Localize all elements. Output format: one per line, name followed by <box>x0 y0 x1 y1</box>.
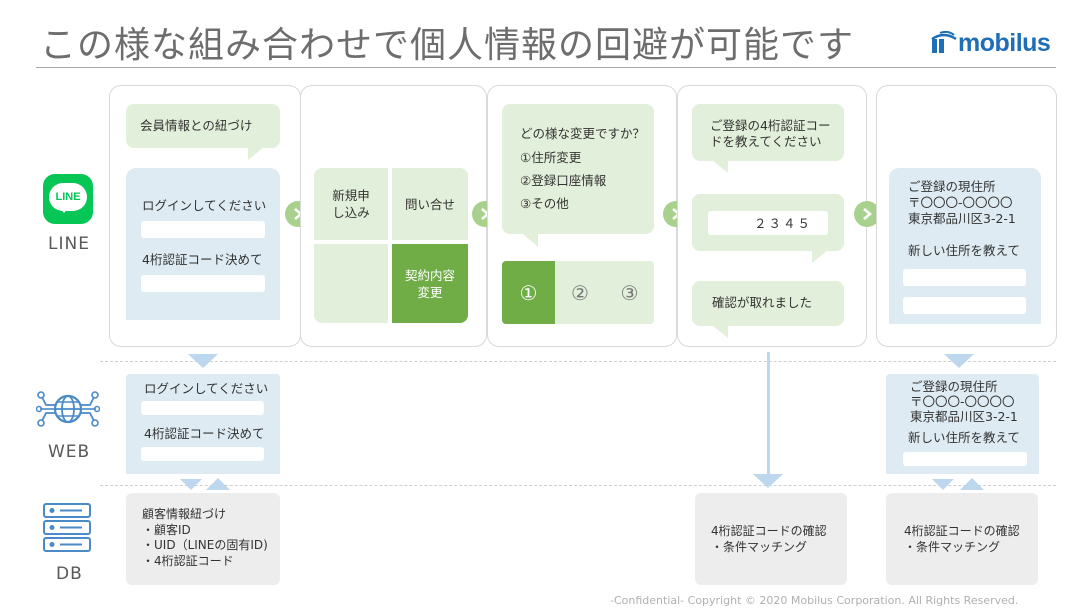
row-label-web: WEB <box>48 442 91 462</box>
line-app-icon: LINE <box>43 174 93 224</box>
flow-line-verify <box>767 352 770 476</box>
menu-contract-change[interactable]: 契約内容 変更 <box>392 244 468 323</box>
flow-arrow-down-1 <box>188 354 218 368</box>
menu-grid: 新規申 し込み 問い合せ 契約内容 変更 <box>314 168 468 323</box>
web-to-db-arrow-down <box>180 479 202 490</box>
web2-to-db-arrow-down <box>932 479 954 490</box>
globe-network-icon <box>35 383 101 439</box>
row-label-db: DB <box>56 564 83 584</box>
code-reply-value: ２３４５ <box>753 215 812 231</box>
ask-code-line2: ドを教えてください <box>710 134 822 149</box>
flow-arrow-down-2 <box>944 354 974 368</box>
confirm-bubble: 確認が取れました <box>692 281 844 326</box>
row-divider-2 <box>100 485 1056 486</box>
web-address-postal: 〒〇〇〇-〇〇〇〇 <box>910 394 1015 409</box>
footer-copyright: -Confidential- Copyright © 2020 Mobilus … <box>610 594 1019 607</box>
bubble-tail <box>248 147 264 160</box>
db-verify-2-condition: ・条件マッチング <box>904 540 1001 554</box>
confirm-bubble-tail <box>712 325 728 338</box>
login-input[interactable] <box>141 221 265 238</box>
web-address-current-label: ご登録の現住所 <box>910 379 998 394</box>
db-verify-condition: ・条件マッチング <box>711 540 808 554</box>
menu-contract-change-label: 契約内容 変更 <box>404 267 455 300</box>
menu-new-application-label: 新規申 し込み <box>332 188 370 220</box>
row-label-line: LINE <box>48 234 90 254</box>
choice-buttons: ① ② ③ <box>502 261 654 324</box>
option-1-text: ①住所変更 <box>520 150 582 165</box>
db-to-web-arrow-up <box>206 478 230 490</box>
choice-button-1[interactable]: ① <box>502 261 555 324</box>
web-new-address-input[interactable] <box>903 452 1027 466</box>
mobilus-logo: mobilus <box>930 28 1051 58</box>
code-input[interactable] <box>141 275 265 292</box>
new-address-input-1[interactable] <box>903 269 1026 286</box>
reply-bubble-tail <box>812 250 828 263</box>
question-bubble: どの様な変更ですか？ ①住所変更 ②登録口座情報 ③その他 <box>502 104 654 234</box>
web-address-street: 東京都品川区3-2-1 <box>910 409 1018 424</box>
db-customer-title: 顧客情報紐づけ <box>142 507 227 521</box>
flow-arrow-down-verify <box>753 474 783 488</box>
address-postal: 〒〇〇〇-〇〇〇〇 <box>908 195 1013 210</box>
question-bubble-tail <box>522 233 538 247</box>
address-form-card: ご登録の現住所 〒〇〇〇-〇〇〇〇 東京都品川区3-2-1 新しい住所を教えて <box>889 168 1041 324</box>
db-verify-2-title: 4桁認証コードの確認 <box>904 524 1020 538</box>
web-code-input[interactable] <box>141 447 264 461</box>
new-address-label: 新しい住所を教えて <box>908 243 1020 258</box>
confirm-text: 確認が取れました <box>712 295 813 310</box>
bubble-text: 会員情報との紐づけ <box>140 118 253 133</box>
chevron-right-icon <box>863 208 873 220</box>
new-address-input-2[interactable] <box>903 297 1026 314</box>
question-text: どの様な変更ですか？ <box>520 126 646 141</box>
choice-button-3[interactable]: ③ <box>620 280 639 305</box>
code-label: 4桁認証コード決めて <box>142 252 263 267</box>
db-customer-code: ・4桁認証コード <box>142 553 234 568</box>
next-arrow-4 <box>854 201 880 227</box>
db-verify-card-2: 4桁認証コードの確認 ・条件マッチング <box>886 493 1038 585</box>
web-code-label: 4桁認証コード決めて <box>144 426 265 441</box>
address-street: 東京都品川区3-2-1 <box>908 211 1016 226</box>
ask-code-bubble: ご登録の4桁認証コー ドを教えてください <box>692 104 844 161</box>
db-customer-uid: ・UID（LINEの固有ID) <box>142 538 268 552</box>
option-3-text: ③その他 <box>520 196 569 211</box>
db-customer-id: ・顧客ID <box>142 522 191 537</box>
menu-inquiry[interactable]: 問い合せ <box>392 168 468 240</box>
address-current-label: ご登録の現住所 <box>908 179 996 194</box>
title-divider <box>36 67 1056 68</box>
login-label: ログインしてください <box>142 198 267 213</box>
db-verify-card: 4桁認証コードの確認 ・条件マッチング <box>695 493 847 585</box>
option-2-text: ②登録口座情報 <box>520 173 607 188</box>
db-verify-title: 4桁認証コードの確認 <box>711 524 827 538</box>
mobilus-logo-icon <box>931 31 957 53</box>
login-form-card: ログインしてください 4桁認証コード決めて <box>126 168 280 320</box>
logo-text: mobilus <box>958 28 1051 57</box>
web-address-card: ご登録の現住所 〒〇〇〇-〇〇〇〇 東京都品川区3-2-1 新しい住所を教えて <box>886 374 1039 474</box>
code-reply-field[interactable]: ２３４５ <box>708 211 828 235</box>
reply-bubble: ２３４５ <box>692 194 844 251</box>
menu-empty <box>314 244 388 323</box>
db-to-web2-arrow-up <box>960 478 984 490</box>
database-server-icon <box>42 502 92 558</box>
ask-code-line1: ご登録の4桁認証コー <box>710 118 831 133</box>
web-login-input[interactable] <box>141 401 264 415</box>
menu-new-application[interactable]: 新規申 し込み <box>314 168 388 240</box>
ask-bubble-tail <box>712 160 728 173</box>
choice-button-2[interactable]: ② <box>571 280 589 305</box>
menu-inquiry-label: 問い合せ <box>404 196 455 212</box>
page-title: この様な組み合わせで個人情報の回避が可能です <box>40 25 855 66</box>
web-login-card: ログインしてください 4桁認証コード決めて <box>126 374 280 474</box>
db-customer-link-card: 顧客情報紐づけ ・顧客ID ・UID（LINEの固有ID) ・4桁認証コード <box>126 493 280 585</box>
web-new-address-label: 新しい住所を教えて <box>908 430 1020 445</box>
web-login-label: ログインしてください <box>144 381 269 396</box>
speech-bubble-link: 会員情報との紐づけ <box>126 104 280 148</box>
row-divider-1 <box>100 361 1056 362</box>
